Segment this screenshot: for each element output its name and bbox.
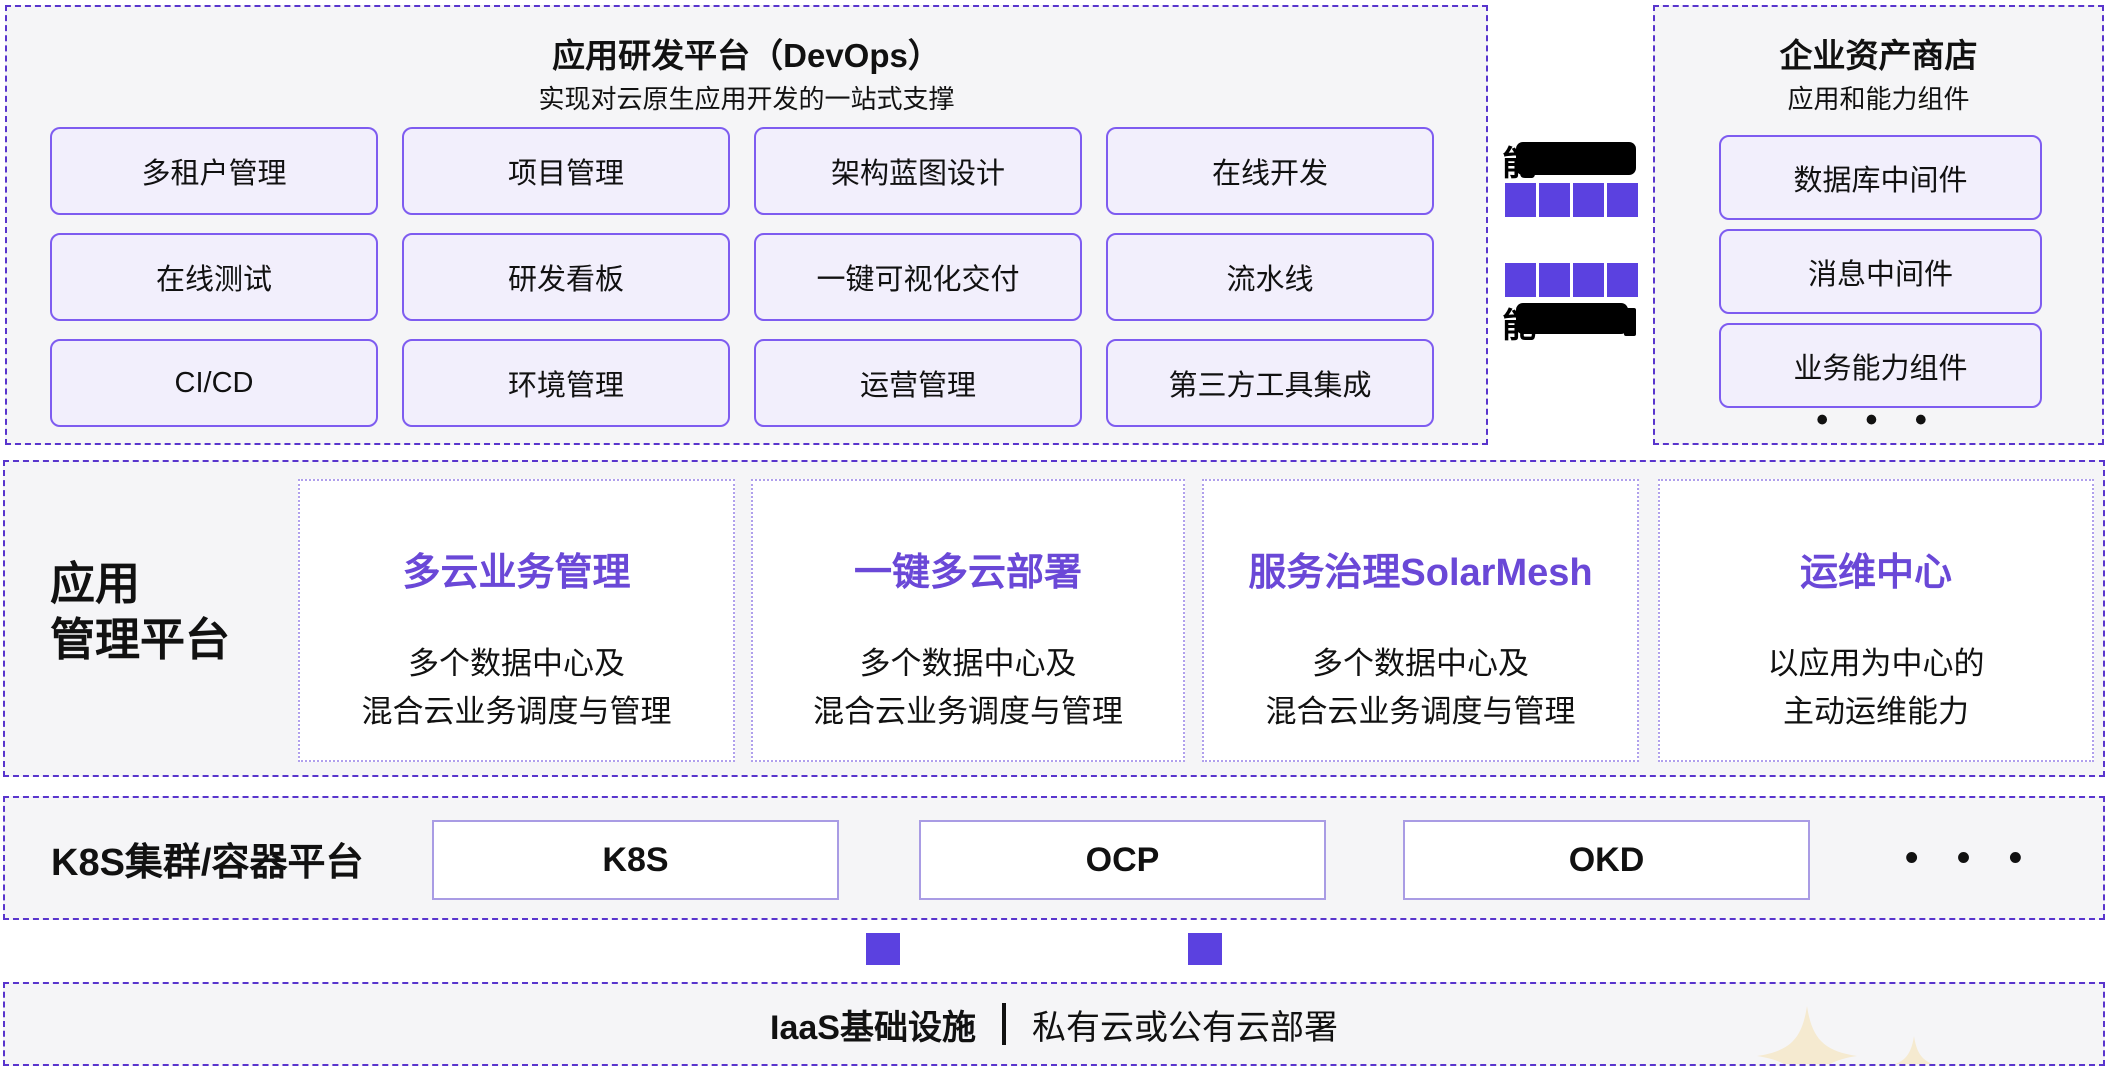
- feature-pipeline: 流水线: [1106, 233, 1434, 321]
- feature-online-test: 在线测试: [50, 233, 378, 321]
- card-title: 运维中心: [1799, 552, 1952, 594]
- k8s-band-label: K8S集群/容器平台: [51, 841, 364, 884]
- feature-ops-mgmt: 运营管理: [754, 339, 1082, 427]
- card-body-line: 多个数据中心及: [408, 646, 625, 681]
- feature-multi-tenant: 多租户管理: [50, 127, 378, 215]
- redaction-bar-top: [1516, 142, 1636, 175]
- app-management-label-line1: 应用: [50, 558, 141, 609]
- asset-store-subtitle: 应用和能力组件: [1787, 84, 1970, 114]
- card-title: 多云业务管理: [402, 552, 631, 594]
- devops-panel-subtitle: 实现对云原生应用开发的一站式支撑: [538, 84, 955, 114]
- feature-project-mgmt: 项目管理: [402, 127, 730, 215]
- card-body-line: 多个数据中心及: [859, 646, 1077, 681]
- card-body-line: 混合云业务调度与管理: [813, 694, 1123, 730]
- card-body: 多个数据中心及 混合云业务调度与管理: [813, 640, 1123, 736]
- feature-visual-delivery: 一键可视化交付: [754, 233, 1082, 321]
- asset-store-ellipsis: • • •: [1816, 401, 1941, 439]
- k8s-ellipsis: • • •: [1905, 836, 2037, 879]
- asset-store-panel: 企业资产商店 应用和能力组件 数据库中间件 消息中间件 业务能力组件 • • •: [1653, 5, 2104, 445]
- redaction-bar-bottom-fragment: [1624, 308, 1636, 336]
- card-body: 以应用为中心的 主动运维能力: [1768, 640, 1985, 736]
- feature-online-dev: 在线开发: [1106, 127, 1434, 215]
- capability-flow-row-1: [1505, 183, 1638, 217]
- feature-dev-kanban: 研发看板: [402, 233, 730, 321]
- iaas-label: IaaS基础设施: [770, 1008, 976, 1047]
- ocp-box: OCP: [919, 820, 1326, 900]
- capability-flow-row-2: [1505, 263, 1638, 297]
- card-body-line: 主动运维能力: [1783, 694, 1969, 730]
- app-management-label-line2: 管理平台: [50, 614, 231, 666]
- card-oneclick-deploy: 一键多云部署 多个数据中心及 混合云业务调度与管理: [751, 479, 1185, 762]
- card-body: 多个数据中心及 混合云业务调度与管理: [1266, 640, 1576, 736]
- feature-3rd-party-tools: 第三方工具集成: [1106, 339, 1434, 427]
- card-service-governance: 服务治理SolarMesh 多个数据中心及 混合云业务调度与管理: [1202, 479, 1639, 762]
- asset-database-middleware: 数据库中间件: [1719, 135, 2042, 220]
- card-body: 多个数据中心及 混合云业务调度与管理: [362, 640, 672, 736]
- redaction-bar-bottom: [1516, 303, 1628, 334]
- card-body-line: 多个数据中心及: [1312, 646, 1529, 681]
- card-body-line: 以应用为中心的: [1767, 646, 1985, 681]
- flow-square: [1539, 183, 1570, 217]
- asset-store-title: 企业资产商店: [1779, 37, 1978, 74]
- feature-blueprint-design: 架构蓝图设计: [754, 127, 1082, 215]
- card-title: 一键多云部署: [853, 552, 1082, 594]
- iaas-deployment-label: 私有云或公有云部署: [1031, 1008, 1338, 1047]
- iaas-separator: [1001, 1003, 1006, 1045]
- feature-env-mgmt: 环境管理: [402, 339, 730, 427]
- sparkle-icon: [1895, 1036, 1933, 1064]
- asset-store-buttons: 数据库中间件 消息中间件 业务能力组件: [1719, 135, 2042, 408]
- devops-feature-grid: 多租户管理 项目管理 架构蓝图设计 在线开发 在线测试 研发看板 一键可视化交付…: [50, 127, 1434, 427]
- iaas-band: IaaS基础设施 私有云或公有云部署: [3, 982, 2105, 1066]
- card-body-line: 混合云业务调度与管理: [1265, 694, 1576, 730]
- devops-panel-title: 应用研发平台（DevOps）: [552, 37, 941, 74]
- feature-cicd: CI/CD: [50, 339, 378, 427]
- iaas-content: IaaS基础设施 私有云或公有云部署: [5, 984, 2103, 1064]
- connector-square: [1188, 933, 1222, 965]
- flow-square: [1607, 183, 1638, 217]
- card-multicloud-business: 多云业务管理 多个数据中心及 混合云业务调度与管理: [298, 479, 735, 762]
- flow-square: [1505, 183, 1536, 217]
- flow-square: [1505, 263, 1536, 297]
- app-management-label: 应用 管理平台: [50, 556, 230, 669]
- devops-platform-panel: 应用研发平台（DevOps） 实现对云原生应用开发的一站式支撑 多租户管理 项目…: [5, 5, 1488, 445]
- flow-square: [1607, 263, 1638, 297]
- card-ops-center: 运维中心 以应用为中心的 主动运维能力: [1658, 479, 2094, 762]
- card-body-line: 混合云业务调度与管理: [361, 694, 672, 730]
- connector-square: [866, 933, 900, 965]
- sparkle-icon: [1757, 1006, 1857, 1064]
- app-management-band: 应用 管理平台 多云业务管理 多个数据中心及 混合云业务调度与管理 一键多云部署…: [3, 460, 2105, 777]
- flow-square: [1573, 183, 1604, 217]
- flow-square: [1573, 263, 1604, 297]
- asset-business-components: 业务能力组件: [1719, 323, 2042, 408]
- card-title: 服务治理SolarMesh: [1248, 552, 1593, 594]
- flow-square: [1539, 263, 1570, 297]
- okd-box: OKD: [1403, 820, 1810, 900]
- k8s-cluster-band: K8S集群/容器平台 K8S OCP OKD • • •: [3, 796, 2105, 920]
- k8s-box: K8S: [432, 820, 839, 900]
- asset-message-middleware: 消息中间件: [1719, 229, 2042, 314]
